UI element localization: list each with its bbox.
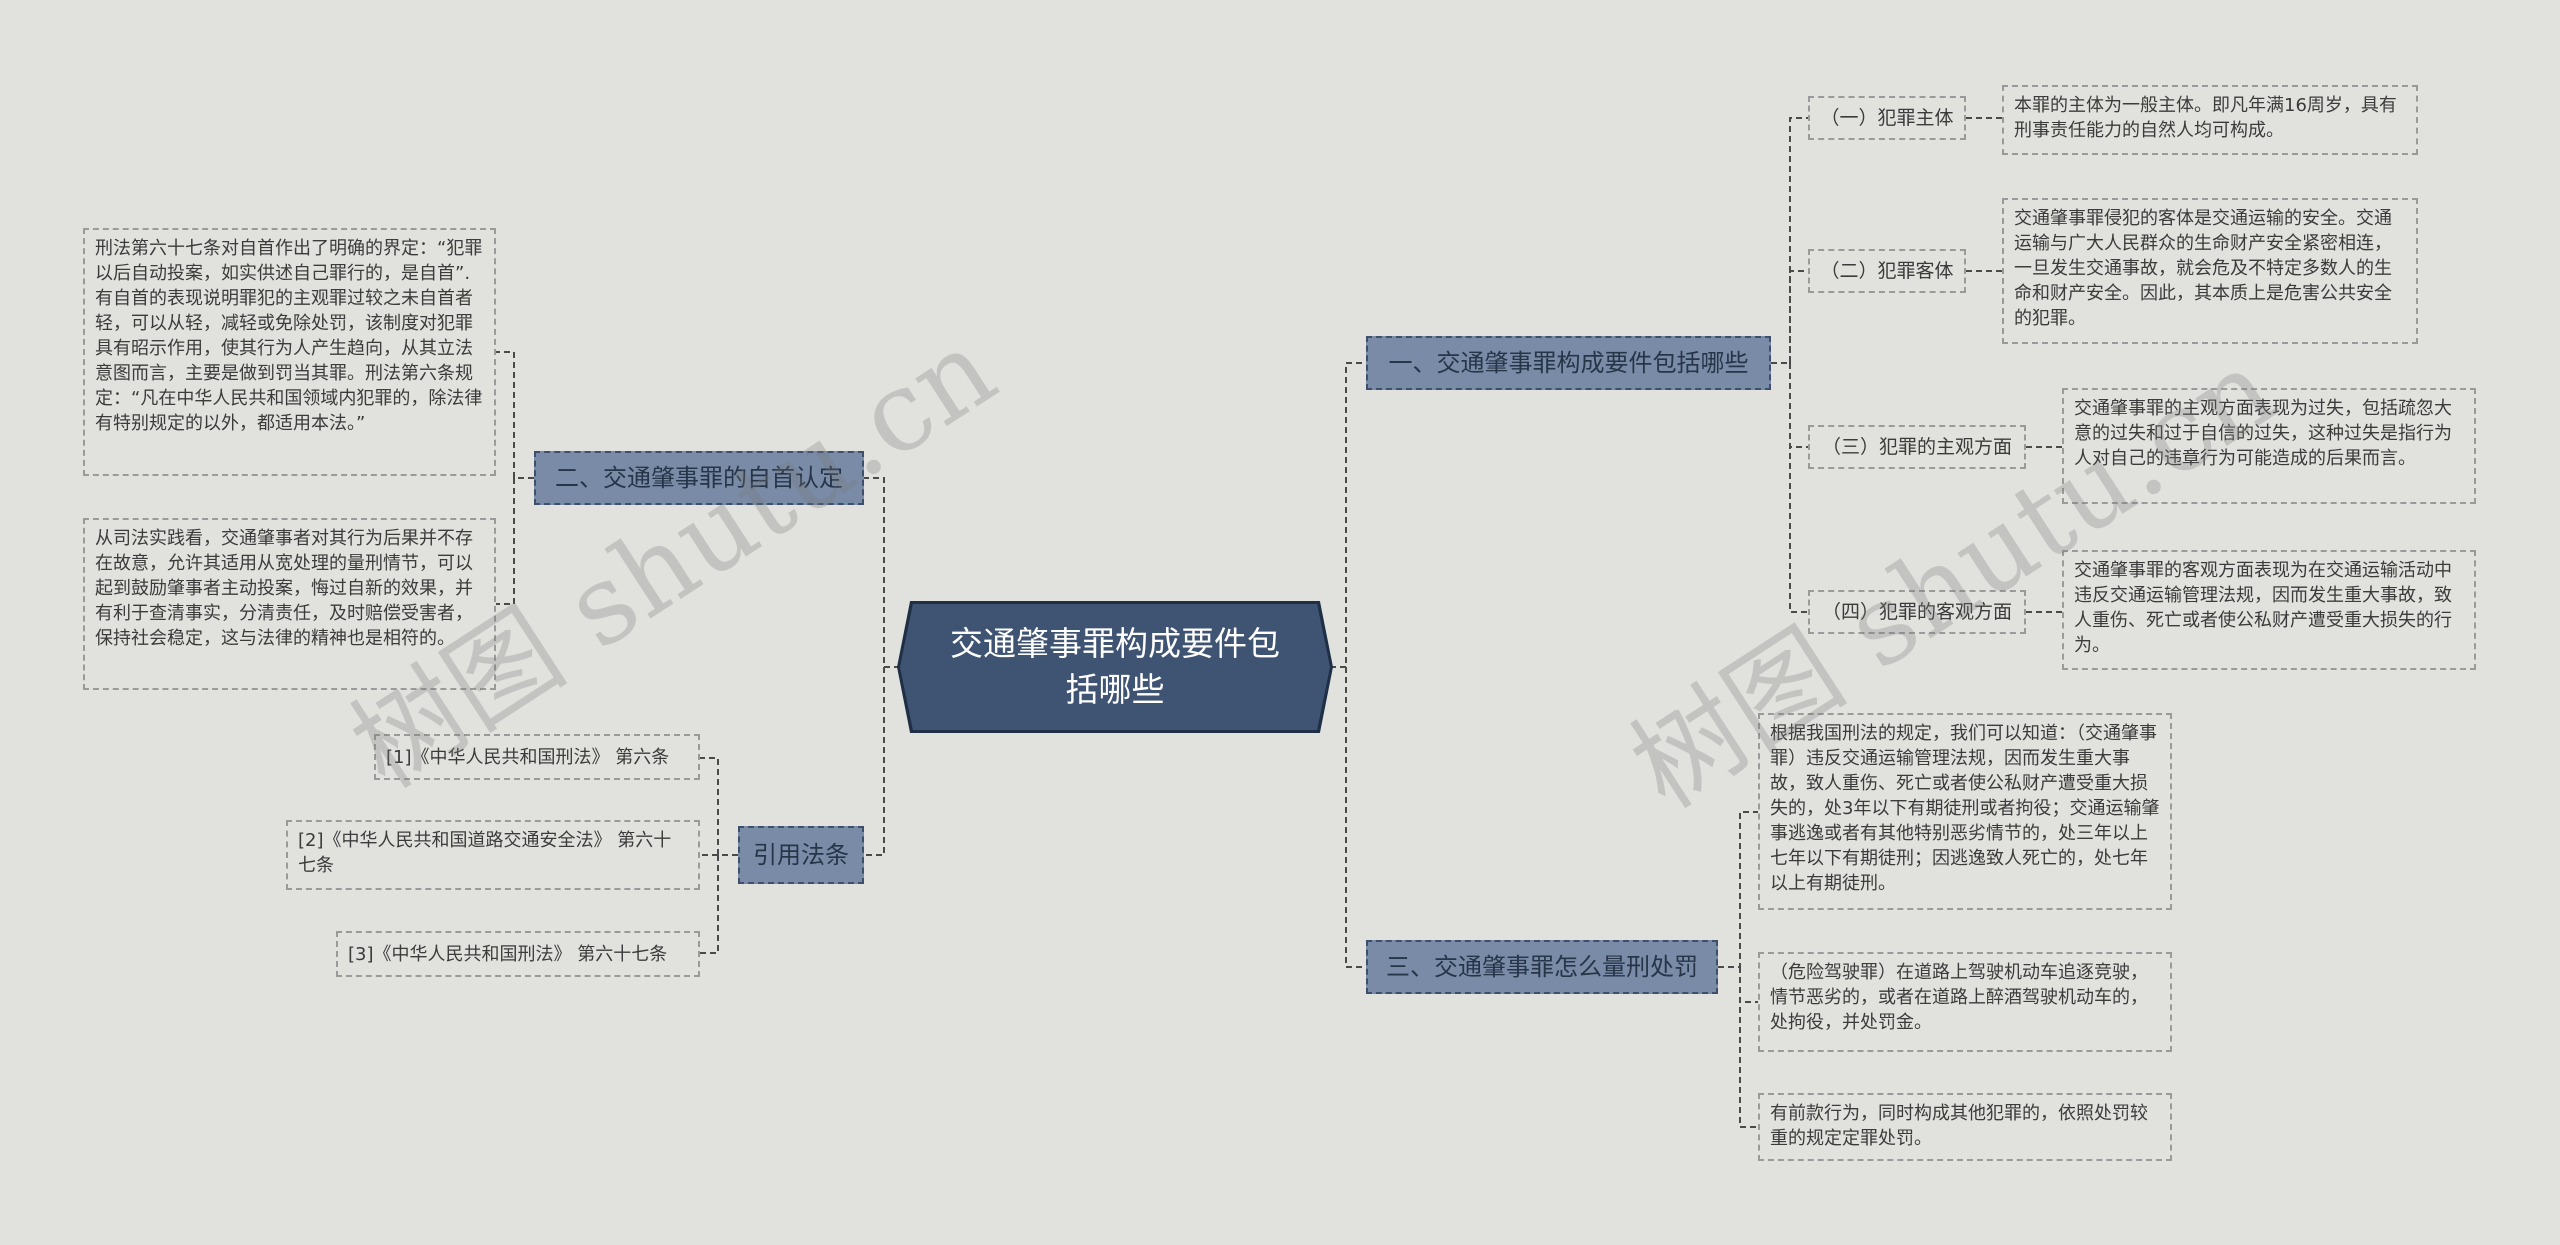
branch-label: 引用法条 (753, 841, 849, 869)
leaf-sentencing-law: 根据我国刑法的规定，我们可以知道：（交通肇事罪）违反交通运输管理法规，因而发生重… (1758, 713, 2172, 910)
leaf-surrender-definition: 刑法第六十七条对自首作出了明确的界定：“犯罪以后自动投案，如实供述自己罪行的，是… (83, 228, 496, 476)
leaf-citation-3[interactable]: [3]《中华人民共和国刑法》 第六十七条 (336, 931, 700, 977)
branch-cited-laws[interactable]: 引用法条 (738, 826, 864, 884)
leaf-subjective-text: 交通肇事罪的主观方面表现为过失，包括疏忽大意的过失和过于自信的过失，这种过失是指… (2062, 388, 2476, 504)
sub-node-objective[interactable]: （四）犯罪的客观方面 (1808, 590, 2026, 634)
branch-composition-elements[interactable]: 一、交通肇事罪构成要件包括哪些 (1366, 336, 1771, 390)
citation-text: [3]《中华人民共和国刑法》 第六十七条 (348, 943, 668, 965)
citation-text: [1]《中华人民共和国刑法》 第六条 (386, 746, 670, 768)
leaf-other-crimes: 有前款行为，同时构成其他犯罪的，依照处罚较重的规定定罪处罚。 (1758, 1093, 2172, 1161)
sub-node-label: （四）犯罪的客观方面 (1821, 601, 2012, 623)
leaf-object-text: 交通肇事罪侵犯的客体是交通运输的安全。交通运输与广大人民群众的生命财产安全紧密相… (2002, 198, 2418, 344)
branch-sentencing[interactable]: 三、交通肇事罪怎么量刑处罚 (1366, 940, 1718, 994)
leaf-judicial-practice: 从司法实践看，交通肇事者对其行为后果并不存在故意，允许其适用从宽处理的量刑情节，… (83, 518, 496, 690)
branch-surrender[interactable]: 二、交通肇事罪的自首认定 (534, 451, 864, 505)
leaf-dangerous-driving: （危险驾驶罪）在道路上驾驶机动车追逐竞驶，情节恶劣的，或者在道路上醉酒驾驶机动车… (1758, 952, 2172, 1052)
leaf-text: 本罪的主体为一般主体。即凡年满16周岁，具有刑事责任能力的自然人均可构成。 (2014, 95, 2397, 141)
leaf-subject-text: 本罪的主体为一般主体。即凡年满16周岁，具有刑事责任能力的自然人均可构成。 (2002, 85, 2418, 155)
leaf-text: 根据我国刑法的规定，我们可以知道：（交通肇事罪）违反交通运输管理法规，因而发生重… (1770, 723, 2160, 894)
sub-node-object[interactable]: （二）犯罪客体 (1808, 249, 1966, 293)
leaf-text: 交通肇事罪的客观方面表现为在交通运输活动中违反交通运输管理法规，因而发生重大事故… (2074, 560, 2452, 656)
citation-text: [2]《中华人民共和国道路交通安全法》 第六十七条 (298, 830, 672, 876)
sub-node-label: （一）犯罪主体 (1820, 107, 1954, 129)
leaf-text: 刑法第六十七条对自首作出了明确的界定：“犯罪以后自动投案，如实供述自己罪行的，是… (95, 238, 483, 434)
leaf-citation-1[interactable]: [1]《中华人民共和国刑法》 第六条 (374, 734, 700, 780)
leaf-objective-text: 交通肇事罪的客观方面表现为在交通运输活动中违反交通运输管理法规，因而发生重大事故… (2062, 550, 2476, 670)
branch-label: 一、交通肇事罪构成要件包括哪些 (1388, 349, 1749, 377)
leaf-text: 从司法实践看，交通肇事者对其行为后果并不存在故意，允许其适用从宽处理的量刑情节，… (95, 528, 473, 649)
leaf-text: 交通肇事罪的主观方面表现为过失，包括疏忽大意的过失和过于自信的过失，这种过失是指… (2074, 398, 2452, 469)
sub-node-label: （三）犯罪的主观方面 (1821, 436, 2012, 458)
leaf-citation-2[interactable]: [2]《中华人民共和国道路交通安全法》 第六十七条 (286, 820, 700, 890)
sub-node-subjective[interactable]: （三）犯罪的主观方面 (1808, 425, 2026, 469)
leaf-text: 有前款行为，同时构成其他犯罪的，依照处罚较重的规定定罪处罚。 (1770, 1103, 2148, 1149)
branch-label: 二、交通肇事罪的自首认定 (555, 464, 843, 492)
sub-node-subject[interactable]: （一）犯罪主体 (1808, 96, 1966, 140)
root-node-title: 交通肇事罪构成要件包括哪些 (950, 624, 1280, 709)
leaf-text: 交通肇事罪侵犯的客体是交通运输的安全。交通运输与广大人民群众的生命财产安全紧密相… (2014, 208, 2392, 329)
root-node[interactable]: 交通肇事罪构成要件包括哪些 (900, 604, 1330, 730)
leaf-text: （危险驾驶罪）在道路上驾驶机动车追逐竞驶，情节恶劣的，或者在道路上醉酒驾驶机动车… (1770, 962, 2148, 1033)
sub-node-label: （二）犯罪客体 (1820, 260, 1954, 282)
branch-label: 三、交通肇事罪怎么量刑处罚 (1386, 953, 1698, 981)
